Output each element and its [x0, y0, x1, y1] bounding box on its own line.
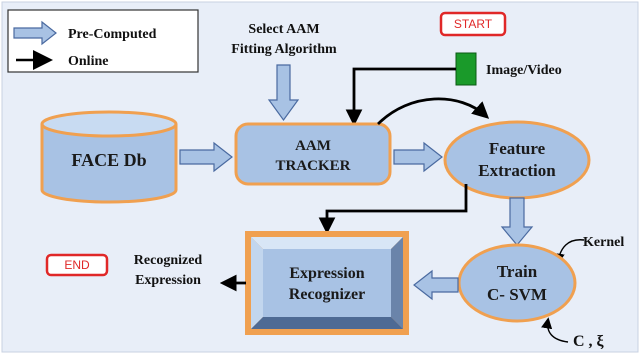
legend-precomputed-arrow-icon [13, 20, 57, 46]
face-db-label: FACE Db [71, 150, 146, 170]
recognizer-bevel-top [251, 237, 403, 249]
aam-tracker-node: AAM TRACKER [234, 122, 392, 186]
precomputed-arrow-train-to-recognizer [413, 269, 459, 301]
face-db-top [40, 110, 178, 138]
feature-extraction-label-line1: Feature [489, 139, 546, 158]
online-arrow-camera-to-tracker [345, 67, 456, 127]
recognizer-label-line2: Recognizer [289, 286, 365, 303]
c-xi-label: C , ξ [573, 333, 605, 350]
select-algorithm-label-line2: Fitting Algorithm [231, 42, 337, 57]
recognized-expression-label-line2: Expression [135, 273, 201, 288]
online-arrow-tracker-to-feature [377, 97, 490, 125]
start-badge-label: START [454, 17, 493, 31]
feature-extraction-label-line2: Extraction [478, 161, 556, 180]
face-db-body [40, 124, 178, 204]
legend-precomputed-label: Pre-Computed [68, 27, 157, 42]
recognizer-face [263, 249, 391, 317]
kernel-label: Kernel [583, 235, 624, 250]
legend-online-label: Online [68, 54, 108, 69]
train-svm-label-line2: C- SVM [487, 285, 547, 304]
recognizer-bevel-right [391, 237, 403, 329]
feature-extraction-node: Feature Extraction [443, 120, 591, 200]
legend: Pre-Computed Online [7, 9, 199, 73]
aam-tracker-label-line1: AAM [295, 138, 331, 154]
train-svm-node: Train C- SVM [457, 243, 577, 323]
recognizer-bevel-left [251, 237, 263, 329]
start-badge: START [439, 11, 507, 37]
aam-tracker-box [234, 122, 392, 186]
face-db-node: FACE Db [40, 110, 178, 204]
precomputed-arrow-select-to-tracker [267, 64, 300, 122]
online-arrow-feature-to-recognizer [318, 184, 468, 235]
expression-recognizer-node: Expression Recognizer [245, 231, 409, 335]
select-algorithm-label-line1: Select AAM [248, 22, 319, 37]
recognized-expression-label-line1: Recognized [134, 253, 203, 268]
precomputed-arrow-feature-to-train [500, 197, 534, 246]
camera-input-icon [455, 52, 477, 86]
precomputed-arrow-db-to-tracker [179, 141, 233, 173]
train-svm-shape [457, 243, 577, 323]
recognizer-bevel-bottom [251, 317, 403, 329]
train-svm-label-line1: Train [497, 262, 538, 281]
parameters-pointer-arrow [541, 317, 569, 343]
image-video-label: Image/Video [486, 63, 562, 78]
aam-tracker-label-line2: TRACKER [275, 158, 350, 174]
precomputed-arrow-tracker-to-feature [393, 141, 443, 173]
end-badge-label: END [64, 258, 90, 272]
end-badge: END [45, 253, 109, 277]
recognizer-label-line1: Expression [289, 265, 364, 282]
